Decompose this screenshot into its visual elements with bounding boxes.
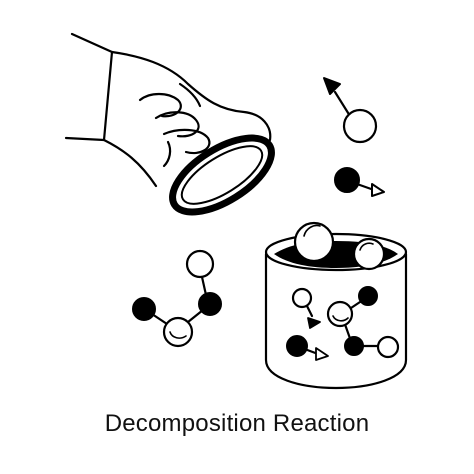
molecule-icon (334, 167, 385, 197)
molecule-icon (323, 77, 378, 144)
container-icon (264, 221, 408, 390)
lid-icon (169, 134, 275, 216)
arrow-icon (307, 317, 321, 329)
hand-icon (64, 32, 272, 188)
molecule-icon (132, 249, 222, 348)
arrow-icon (371, 183, 385, 197)
arrow-icon (315, 347, 329, 361)
arrow-icon (323, 77, 341, 95)
illustration-caption: Decomposition Reaction (104, 410, 370, 437)
